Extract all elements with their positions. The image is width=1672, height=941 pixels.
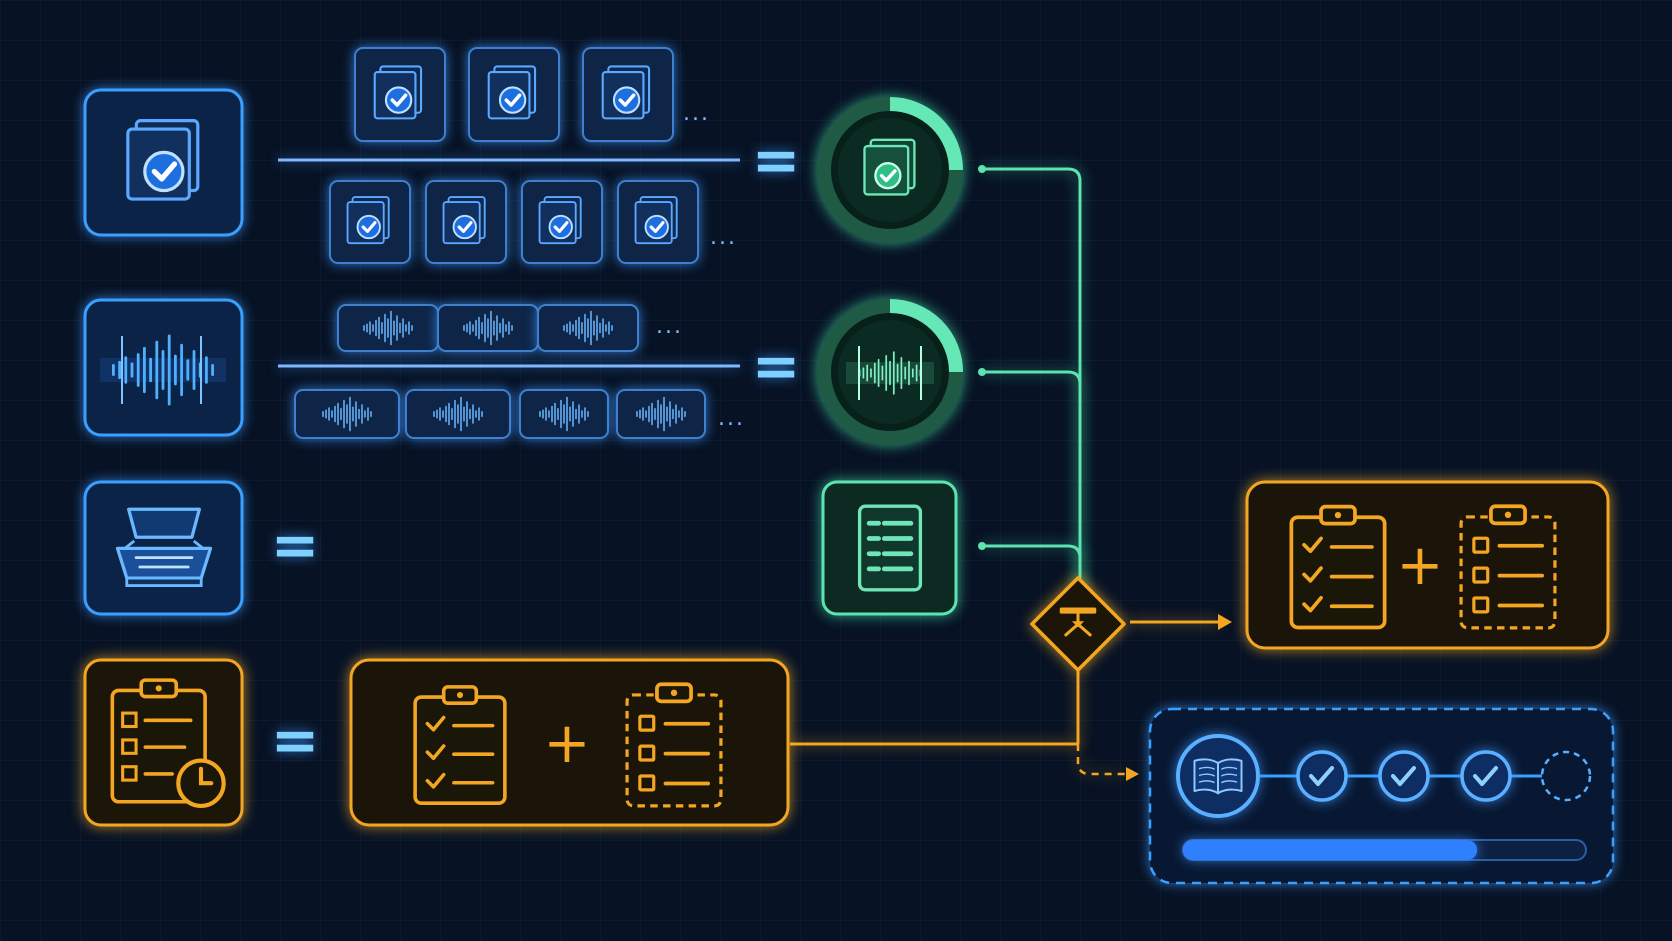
audio-tile	[537, 304, 639, 352]
audio-tile	[519, 389, 609, 439]
more-indicator: ...	[710, 225, 737, 250]
source-card-timed-checklist[interactable]	[83, 658, 244, 827]
audio-tile	[405, 389, 511, 439]
check-icon	[1473, 766, 1498, 786]
plus-sign: +	[544, 711, 591, 776]
progress-fill	[1183, 840, 1478, 860]
image-progress-ring	[817, 97, 963, 243]
arrow-head	[1126, 767, 1139, 781]
learning-progress-card[interactable]	[1148, 707, 1615, 885]
arrow-to-progress	[1076, 744, 1126, 776]
equals-sign-checklist: =	[271, 706, 320, 774]
connector-image-ring	[982, 167, 1082, 600]
arrow-head	[1218, 614, 1232, 630]
image-tile	[468, 47, 560, 142]
step-indicators	[1296, 750, 1592, 802]
stacked-documents-check-icon	[128, 121, 198, 199]
audio-progress-ring	[817, 299, 963, 445]
decision-node[interactable]	[1030, 576, 1126, 672]
image-tile	[354, 47, 446, 142]
audio-waveform-icon	[463, 310, 513, 346]
audio-waveform-icon	[433, 396, 483, 432]
audio-tile-row-2	[294, 389, 706, 439]
step-complete	[1460, 750, 1512, 802]
source-card-images[interactable]	[83, 88, 244, 237]
open-book-icon	[1193, 758, 1243, 795]
checklist-combo-card[interactable]: +	[349, 658, 790, 827]
audio-waveform-icon	[363, 310, 413, 346]
audio-waveform-icon	[539, 396, 589, 432]
equals-sign-images: =	[752, 126, 801, 194]
stacked-documents-check-icon	[633, 195, 679, 245]
result-card[interactable]: +	[1245, 480, 1610, 650]
image-tile	[329, 180, 411, 264]
image-tile-row-1	[354, 47, 674, 142]
connector-audio-ring	[982, 370, 1082, 600]
image-tile	[617, 180, 699, 264]
source-card-audio[interactable]	[83, 298, 244, 437]
clipboard-checklist-icon	[1289, 504, 1387, 630]
connector-node	[978, 165, 986, 173]
more-indicator: ...	[683, 101, 710, 126]
image-tile	[521, 180, 603, 264]
stacked-documents-check-icon	[441, 195, 487, 245]
equals-sign-audio: =	[752, 332, 801, 400]
equals-sign-scanner: =	[271, 511, 320, 579]
audio-waveform-icon	[112, 334, 214, 406]
step-complete	[1296, 750, 1348, 802]
document-lines-icon	[860, 506, 921, 590]
audio-waveform-icon	[563, 310, 613, 346]
clipboard-checklist-icon	[413, 685, 507, 806]
stacked-documents-check-icon	[862, 138, 917, 197]
audio-waveform-icon	[858, 346, 922, 400]
audio-tile	[294, 389, 400, 439]
image-tile	[425, 180, 507, 264]
audio-waveform-icon	[636, 396, 686, 432]
connector-node	[978, 542, 986, 550]
audio-tile-row-1	[337, 304, 639, 352]
source-card-scanner[interactable]	[83, 480, 244, 616]
more-indicator: ...	[718, 406, 745, 431]
connector-document	[982, 544, 1082, 600]
more-indicator: ...	[656, 314, 683, 339]
step-pending	[1540, 750, 1592, 802]
stacked-documents-check-icon	[345, 195, 391, 245]
connectors	[790, 165, 1232, 781]
check-icon	[1391, 766, 1416, 786]
ring-progress-arc	[817, 97, 963, 243]
audio-tile	[437, 304, 539, 352]
stacked-documents-check-icon	[486, 64, 537, 121]
image-tile	[582, 47, 674, 142]
connector-node	[978, 368, 986, 376]
stacked-documents-check-icon	[372, 64, 423, 121]
stacked-documents-check-icon	[600, 64, 651, 121]
audio-tile	[337, 304, 439, 352]
audio-waveform-icon	[322, 396, 372, 432]
scanner-icon	[115, 507, 213, 588]
plus-sign: +	[1397, 533, 1444, 598]
step-complete	[1378, 750, 1430, 802]
check-icon	[1309, 766, 1334, 786]
image-tile-row-2	[329, 180, 699, 264]
audio-tile	[616, 389, 706, 439]
document-card[interactable]	[821, 480, 958, 616]
ring-progress-arc	[817, 299, 963, 445]
stacked-documents-check-icon	[537, 195, 583, 245]
